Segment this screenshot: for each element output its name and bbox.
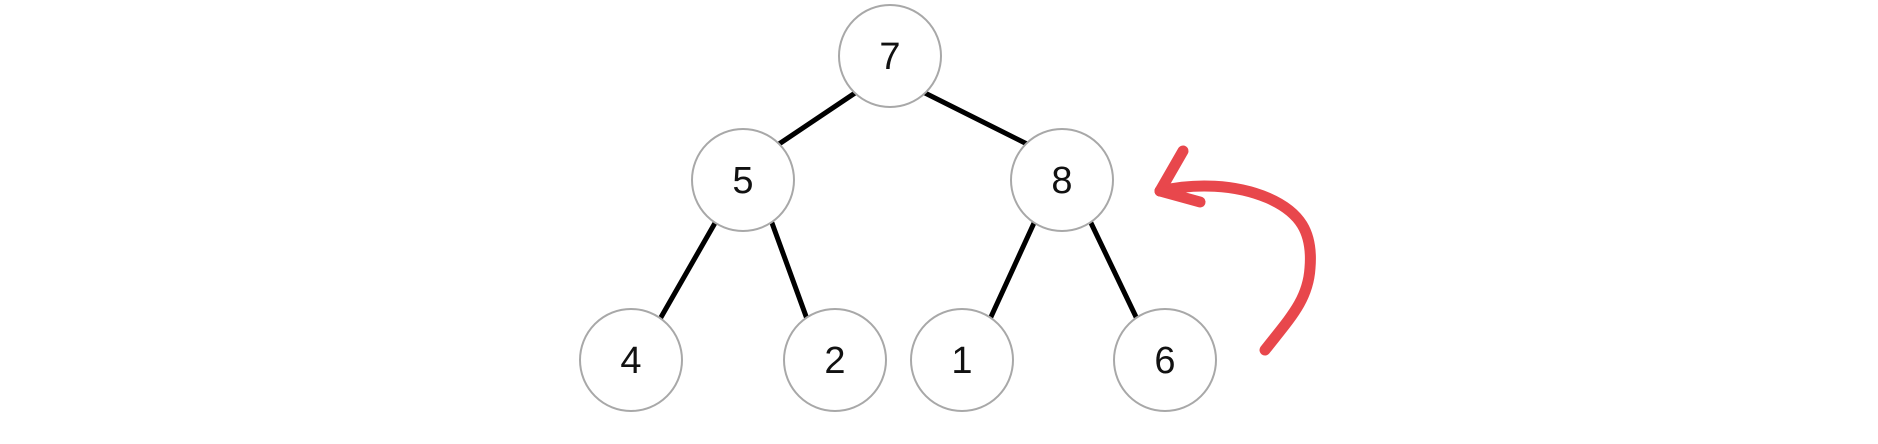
- node-label: 8: [1051, 160, 1072, 202]
- node-label: 7: [879, 36, 900, 78]
- node-circle[interactable]: [691, 128, 795, 232]
- node-circle[interactable]: [1010, 128, 1114, 232]
- node-label: 1: [951, 340, 972, 382]
- arrow-body-path: [1154, 180, 1316, 356]
- node-label: 4: [620, 340, 641, 382]
- tree-edge-8-1: [987, 220, 1037, 322]
- tree-node-2[interactable]: 2: [783, 308, 887, 412]
- tree-node-5[interactable]: 5: [691, 128, 795, 232]
- tree-node-8[interactable]: 8: [1010, 128, 1114, 232]
- tree-edge-8-6: [1088, 220, 1140, 322]
- tree-nodes: 7 5 8 4 2 1 6: [579, 4, 1217, 412]
- node-circle[interactable]: [1113, 308, 1217, 412]
- tree-edge-7-8: [922, 90, 1030, 147]
- node-label: 6: [1154, 340, 1175, 382]
- node-label: 5: [732, 160, 753, 202]
- node-circle[interactable]: [910, 308, 1014, 412]
- tree-node-6[interactable]: 6: [1113, 308, 1217, 412]
- node-circle[interactable]: [783, 308, 887, 412]
- tree-node-root[interactable]: 7: [838, 4, 942, 108]
- red-curved-arrow-annotation: [1154, 145, 1316, 356]
- node-label: 2: [824, 340, 845, 382]
- node-circle[interactable]: [579, 308, 683, 412]
- tree-edge-5-4: [657, 220, 718, 322]
- arrow-head-upper-stroke: [1154, 145, 1189, 197]
- node-circle[interactable]: [838, 4, 942, 108]
- tree-node-4[interactable]: 4: [579, 308, 683, 412]
- tree-edge-7-5: [776, 90, 858, 147]
- tree-edges: [657, 90, 1140, 322]
- tree-edge-5-2: [769, 220, 810, 322]
- arrow-head-lower-stroke: [1154, 185, 1206, 208]
- tree-node-1[interactable]: 1: [910, 308, 1014, 412]
